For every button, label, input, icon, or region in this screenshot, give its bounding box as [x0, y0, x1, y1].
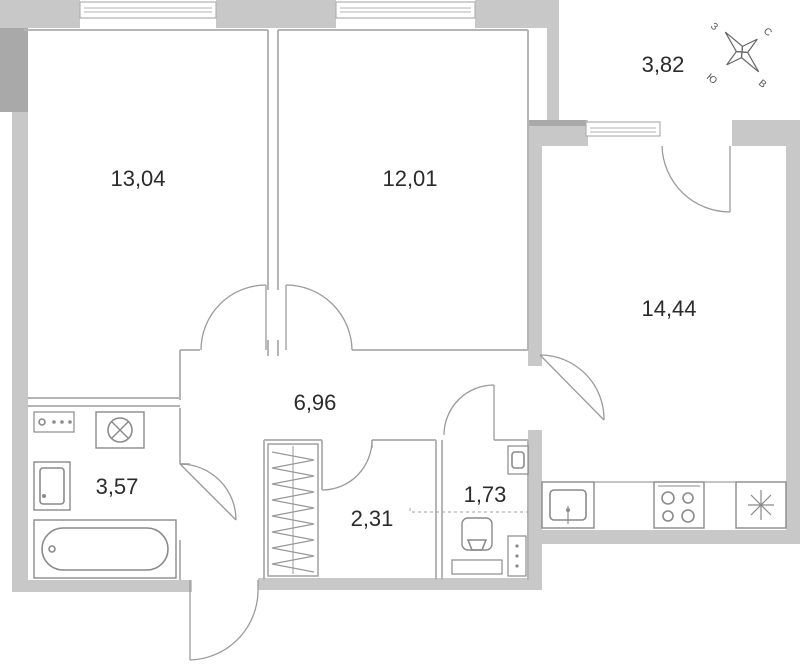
- compass-rose: [724, 31, 760, 73]
- doors: [179, 145, 731, 661]
- compass-north: С: [761, 26, 774, 39]
- room-area-living-kitchen: 14,44: [641, 296, 696, 321]
- interior-walls: [24, 29, 529, 580]
- room-area-bedroom-1: 13,04: [110, 166, 165, 191]
- room-area-hall: 6,96: [294, 390, 337, 415]
- compass-south: Ю: [704, 72, 719, 87]
- room-area-balcony: 3,82: [642, 52, 685, 77]
- room-area-bedroom-2: 12,01: [382, 166, 437, 191]
- compass-east: В: [756, 78, 768, 91]
- room-area-toilet: 1,73: [464, 482, 507, 507]
- outer-walls: [0, 0, 800, 592]
- wardrobe: [267, 443, 319, 577]
- compass-west: З: [708, 21, 720, 33]
- room-area-storage: 2,31: [351, 506, 394, 531]
- windows: [79, 1, 661, 137]
- kitchen-fixtures: [541, 481, 787, 529]
- toilet-fixtures: [409, 445, 529, 577]
- bathroom-fixtures: [33, 411, 177, 579]
- room-area-bathroom: 3,57: [96, 474, 139, 499]
